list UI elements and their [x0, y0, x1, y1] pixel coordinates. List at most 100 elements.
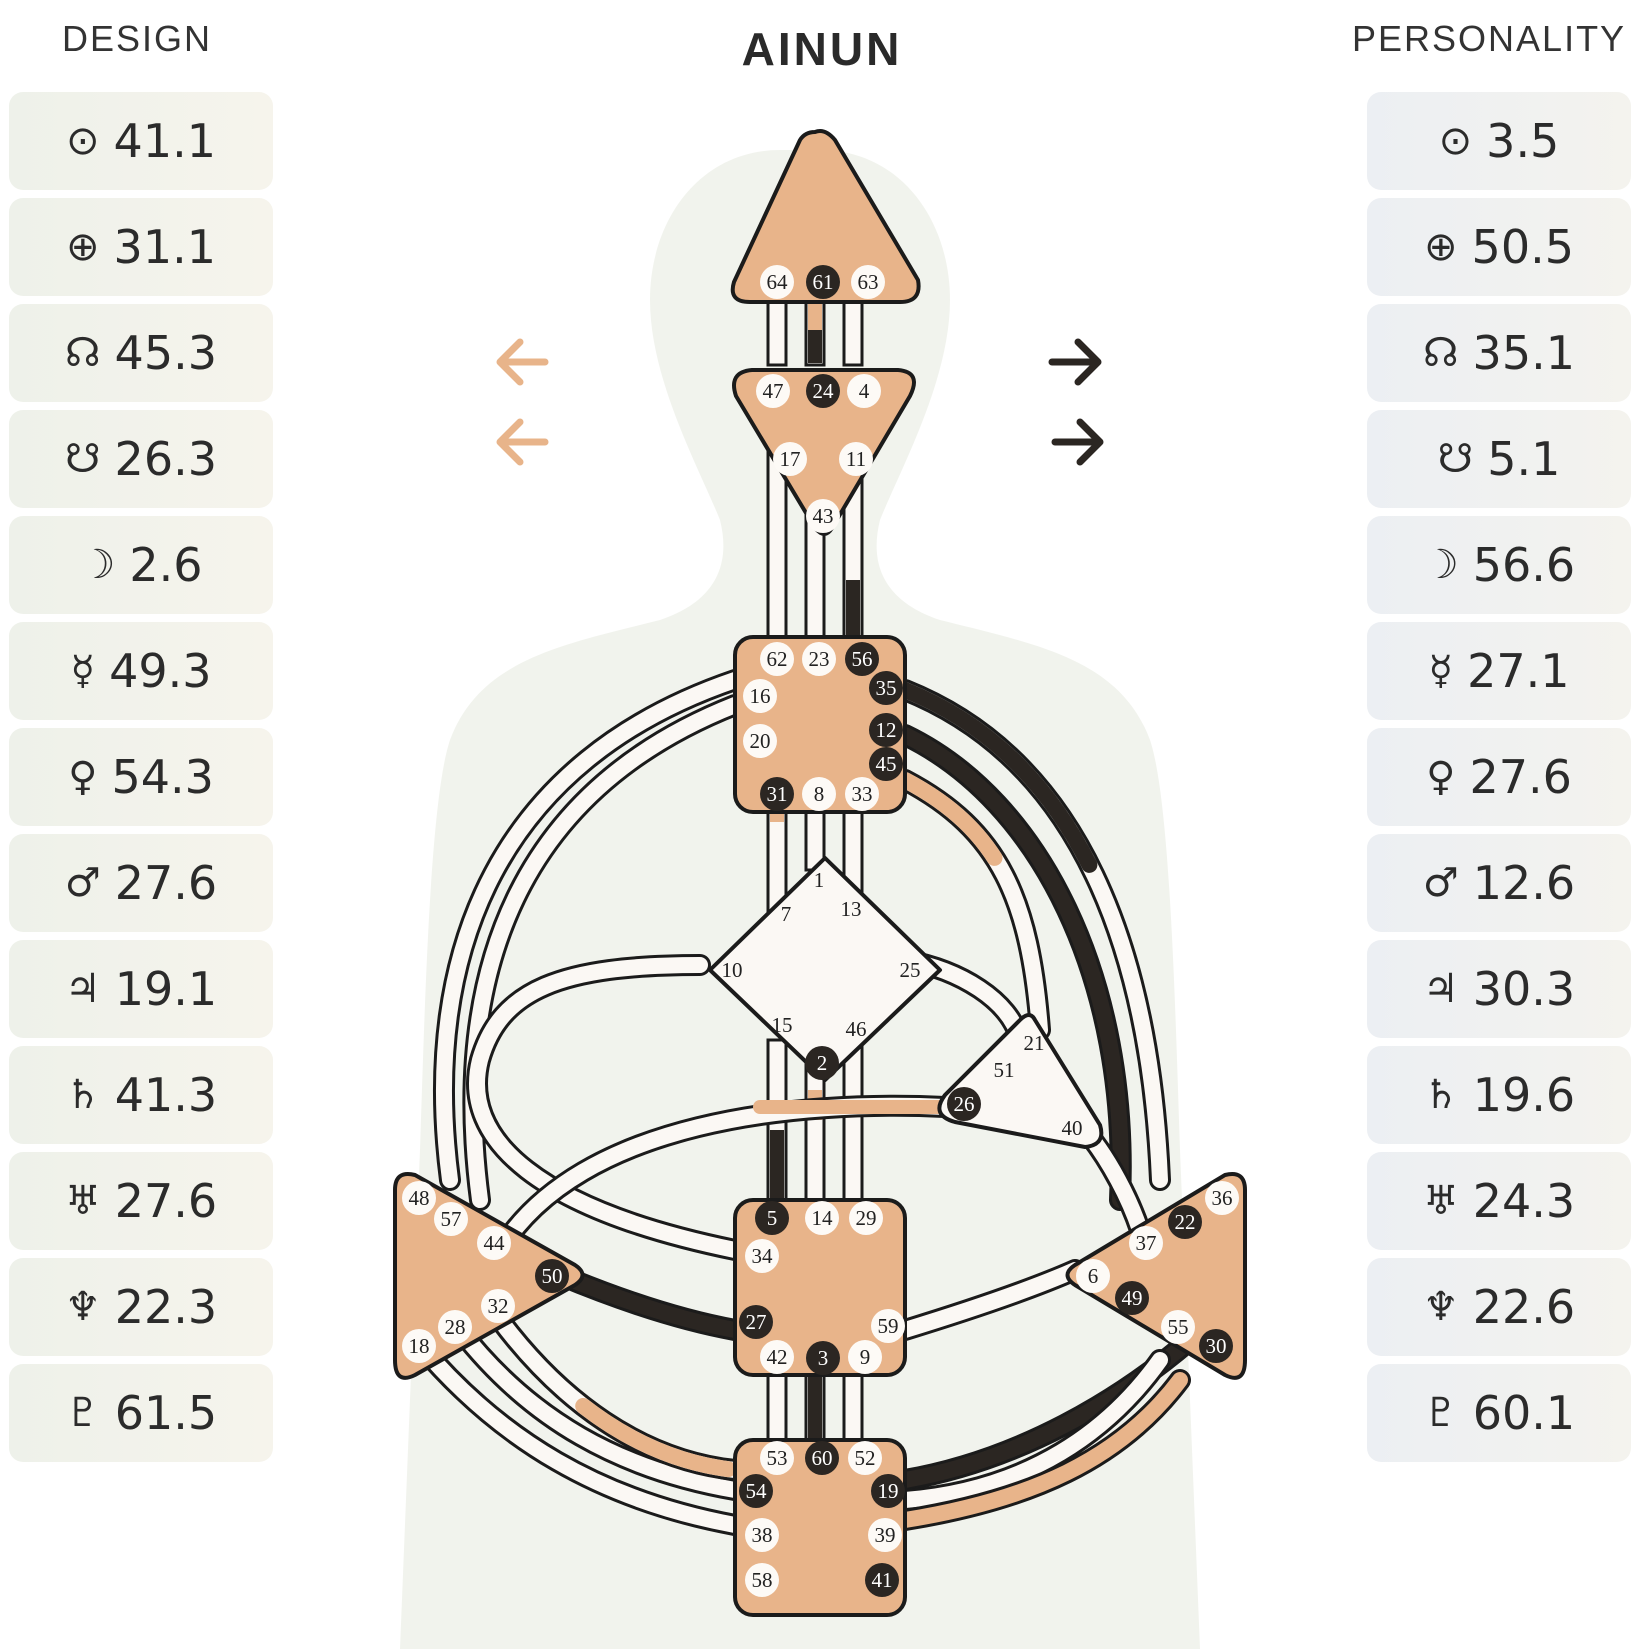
gate-30: 30: [1199, 1329, 1233, 1363]
gate-17: 17: [773, 442, 807, 476]
gate-number: 11: [846, 447, 866, 471]
gate-9: 9: [848, 1340, 882, 1374]
arrow-left-icon: [496, 418, 549, 466]
gate-63: 63: [851, 265, 885, 299]
gate-5: 5: [755, 1201, 789, 1235]
design-planet-card: ♃19.1: [9, 940, 273, 1038]
mars-icon: ♂: [64, 860, 101, 906]
gate-badge: [805, 1201, 839, 1235]
planet-gate-value: 60.1: [1472, 1386, 1576, 1440]
gate-21: 21: [1024, 1031, 1045, 1055]
planet-gate-value: 54.3: [111, 750, 214, 804]
gate-number: 52: [855, 1446, 876, 1470]
gate-badge: [851, 265, 885, 299]
gate-number: 15: [772, 1013, 793, 1037]
gate-number: 16: [750, 684, 771, 708]
gate-number: 8: [814, 782, 825, 806]
north-node-icon: ☊: [1423, 330, 1459, 376]
gate-10: 10: [722, 958, 743, 982]
gate-35: 35: [869, 671, 903, 705]
gate-badge: [434, 1202, 468, 1236]
gate-number: 3: [818, 1346, 829, 1370]
gate-53: 53: [760, 1441, 794, 1475]
personality-planet-card: ⊙3.5: [1367, 92, 1631, 190]
gate-number: 62: [767, 647, 788, 671]
gate-43: 43: [806, 499, 840, 533]
gate-number: 18: [409, 1334, 430, 1358]
jupiter-icon: ♃: [1422, 966, 1459, 1012]
gate-number: 13: [841, 897, 862, 921]
gate-number: 54: [746, 1479, 768, 1503]
gate-number: 7: [781, 902, 792, 926]
planet-gate-value: 41.1: [113, 114, 216, 168]
gate-55: 55: [1161, 1310, 1195, 1344]
gate-badge: [848, 1340, 882, 1374]
gate-number: 12: [876, 718, 897, 742]
planet-gate-value: 19.1: [114, 962, 218, 1016]
arrow-right-icon: [1048, 338, 1102, 386]
planet-gate-value: 30.3: [1472, 962, 1576, 1016]
gate-13: 13: [841, 897, 862, 921]
gate-number: 31: [767, 782, 788, 806]
gate-48: 48: [402, 1181, 436, 1215]
gate-badge: [1161, 1310, 1195, 1344]
design-planet-card: ⊕31.1: [9, 198, 273, 296]
gate-number: 29: [856, 1206, 877, 1230]
channel-42-53: [766, 1368, 788, 1442]
gate-number: 56: [852, 647, 873, 671]
gate-number: 64: [767, 270, 789, 294]
planet-gate-value: 27.6: [114, 856, 218, 910]
gate-badge: [760, 1441, 794, 1475]
design-planet-card: ⊙41.1: [9, 92, 273, 190]
gate-number: 33: [852, 782, 873, 806]
mercury-icon: ☿: [70, 648, 96, 694]
gate-number: 10: [722, 958, 743, 982]
gate-4: 4: [847, 374, 881, 408]
personality-planet-card: ♄19.6: [1367, 1046, 1631, 1144]
gate-number: 17: [780, 447, 801, 471]
gate-64: 64: [760, 265, 794, 299]
gate-badge: [773, 442, 807, 476]
gate-number: 50: [542, 1264, 563, 1288]
gate-number: 55: [1168, 1315, 1189, 1339]
root-center: [733, 1438, 907, 1617]
personality-planet-card: ♇60.1: [1367, 1364, 1631, 1462]
gate-59: 59: [871, 1309, 905, 1343]
gate-badge: [849, 1201, 883, 1235]
gate-61: 61: [806, 265, 840, 299]
gate-active-badge: [865, 1563, 899, 1597]
gate-20: 20: [743, 724, 777, 758]
moon-icon: ☽: [79, 542, 116, 588]
gate-57: 57: [434, 1202, 468, 1236]
gate-badge: [868, 1518, 902, 1552]
personality-variable-arrows: [1048, 338, 1104, 466]
north-node-icon: ☊: [65, 330, 101, 376]
design-planet-card: ☊45.3: [9, 304, 273, 402]
gate-number: 48: [409, 1186, 430, 1210]
gate-number: 34: [752, 1244, 774, 1268]
gate-badge: [806, 499, 840, 533]
planet-gate-value: 2.6: [129, 538, 203, 592]
gate-active-badge: [869, 671, 903, 705]
gate-badge: [402, 1181, 436, 1215]
gate-46: 46: [846, 1017, 867, 1041]
gate-badge: [802, 777, 836, 811]
gate-number: 38: [752, 1523, 773, 1547]
gate-active-badge: [869, 713, 903, 747]
gate-number: 2: [817, 1051, 828, 1075]
gate-26: 26: [947, 1087, 981, 1121]
gate-50: 50: [535, 1259, 569, 1293]
gate-badge: [848, 1441, 882, 1475]
planet-gate-value: 19.6: [1472, 1068, 1576, 1122]
personality-planet-card: ♃ 30.3: [1367, 940, 1631, 1038]
gate-number: 51: [994, 1058, 1015, 1082]
gate-2: 2: [805, 1046, 839, 1080]
gate-29: 29: [849, 1201, 883, 1235]
head-center: [730, 129, 921, 304]
planet-gate-value: 24.3: [1472, 1174, 1576, 1228]
design-planet-card: ♀54.3: [9, 728, 273, 826]
gate-number: 63: [858, 270, 879, 294]
mars-icon: ♂: [1422, 860, 1459, 906]
ego-center: [937, 1013, 1104, 1149]
